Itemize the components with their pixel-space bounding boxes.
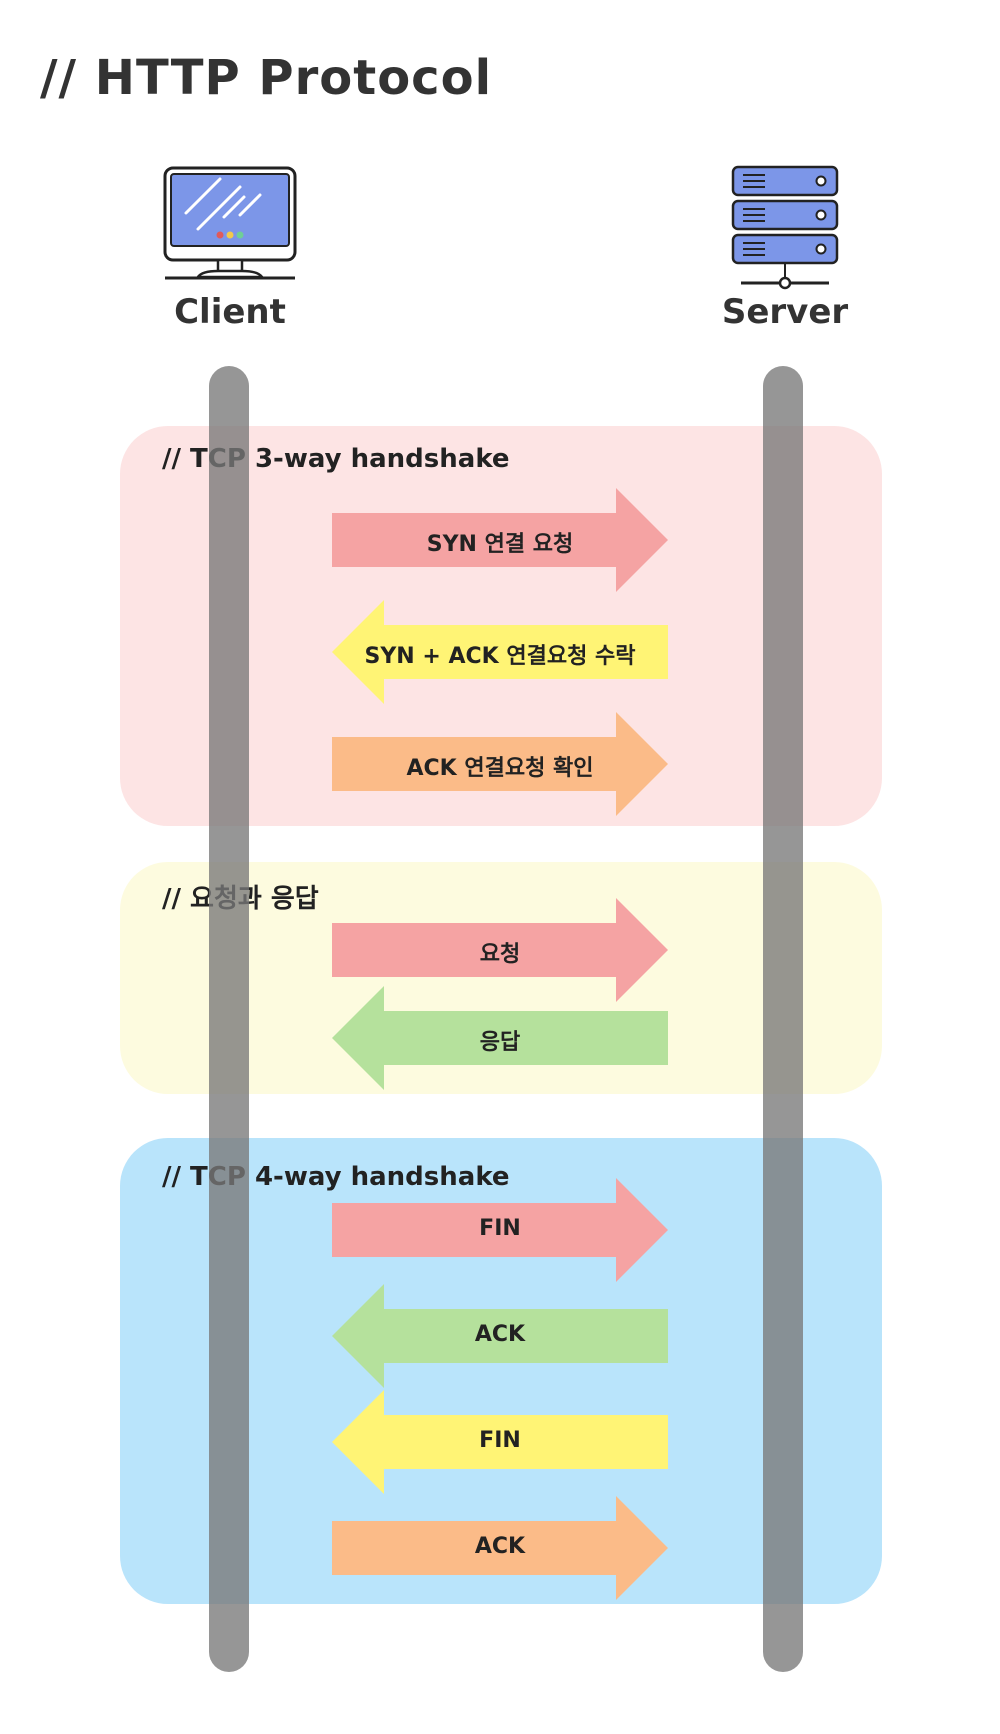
arrow-shape: [332, 986, 668, 1090]
message-arrow-to-client: [332, 600, 668, 704]
arrow-label: 요청: [479, 942, 521, 967]
arrow-shape: [332, 488, 668, 592]
arrow-shape: [332, 1496, 668, 1600]
server-label: Server: [721, 292, 849, 332]
arrow-shape: [332, 1284, 668, 1388]
message-arrow-to-client: [332, 1390, 668, 1494]
arrow-shape: [332, 898, 668, 1002]
message-arrow-to-client: [332, 1284, 668, 1388]
arrow-label: ACK: [474, 1534, 526, 1559]
server-lifeline: [763, 366, 803, 1672]
message-arrow-to-server: [332, 1178, 668, 1282]
arrow-shape: [332, 1178, 668, 1282]
monitor-icon: [163, 166, 297, 280]
message-arrow-to-server: [332, 712, 668, 816]
arrow-label: FIN: [479, 1428, 521, 1453]
arrow-label: FIN: [479, 1216, 521, 1241]
arrow-shape: [332, 600, 668, 704]
message-arrow-to-client: [332, 986, 668, 1090]
arrow-label: 응답: [479, 1030, 521, 1055]
client-lifeline: [209, 366, 249, 1672]
arrow-label: ACK 연결요청 확인: [406, 756, 594, 781]
message-arrow-to-server: [332, 488, 668, 592]
arrow-label: SYN + ACK 연결요청 수락: [364, 644, 636, 669]
arrow-shape: [332, 712, 668, 816]
message-arrow-to-server: [332, 898, 668, 1002]
client-label: Client: [174, 292, 286, 332]
server-icon: [731, 165, 839, 290]
arrow-label: SYN 연결 요청: [426, 532, 574, 557]
arrow-shape: [332, 1390, 668, 1494]
page-title: // HTTP Protocol: [40, 50, 493, 106]
arrow-label: ACK: [474, 1322, 526, 1347]
message-arrow-to-server: [332, 1496, 668, 1600]
